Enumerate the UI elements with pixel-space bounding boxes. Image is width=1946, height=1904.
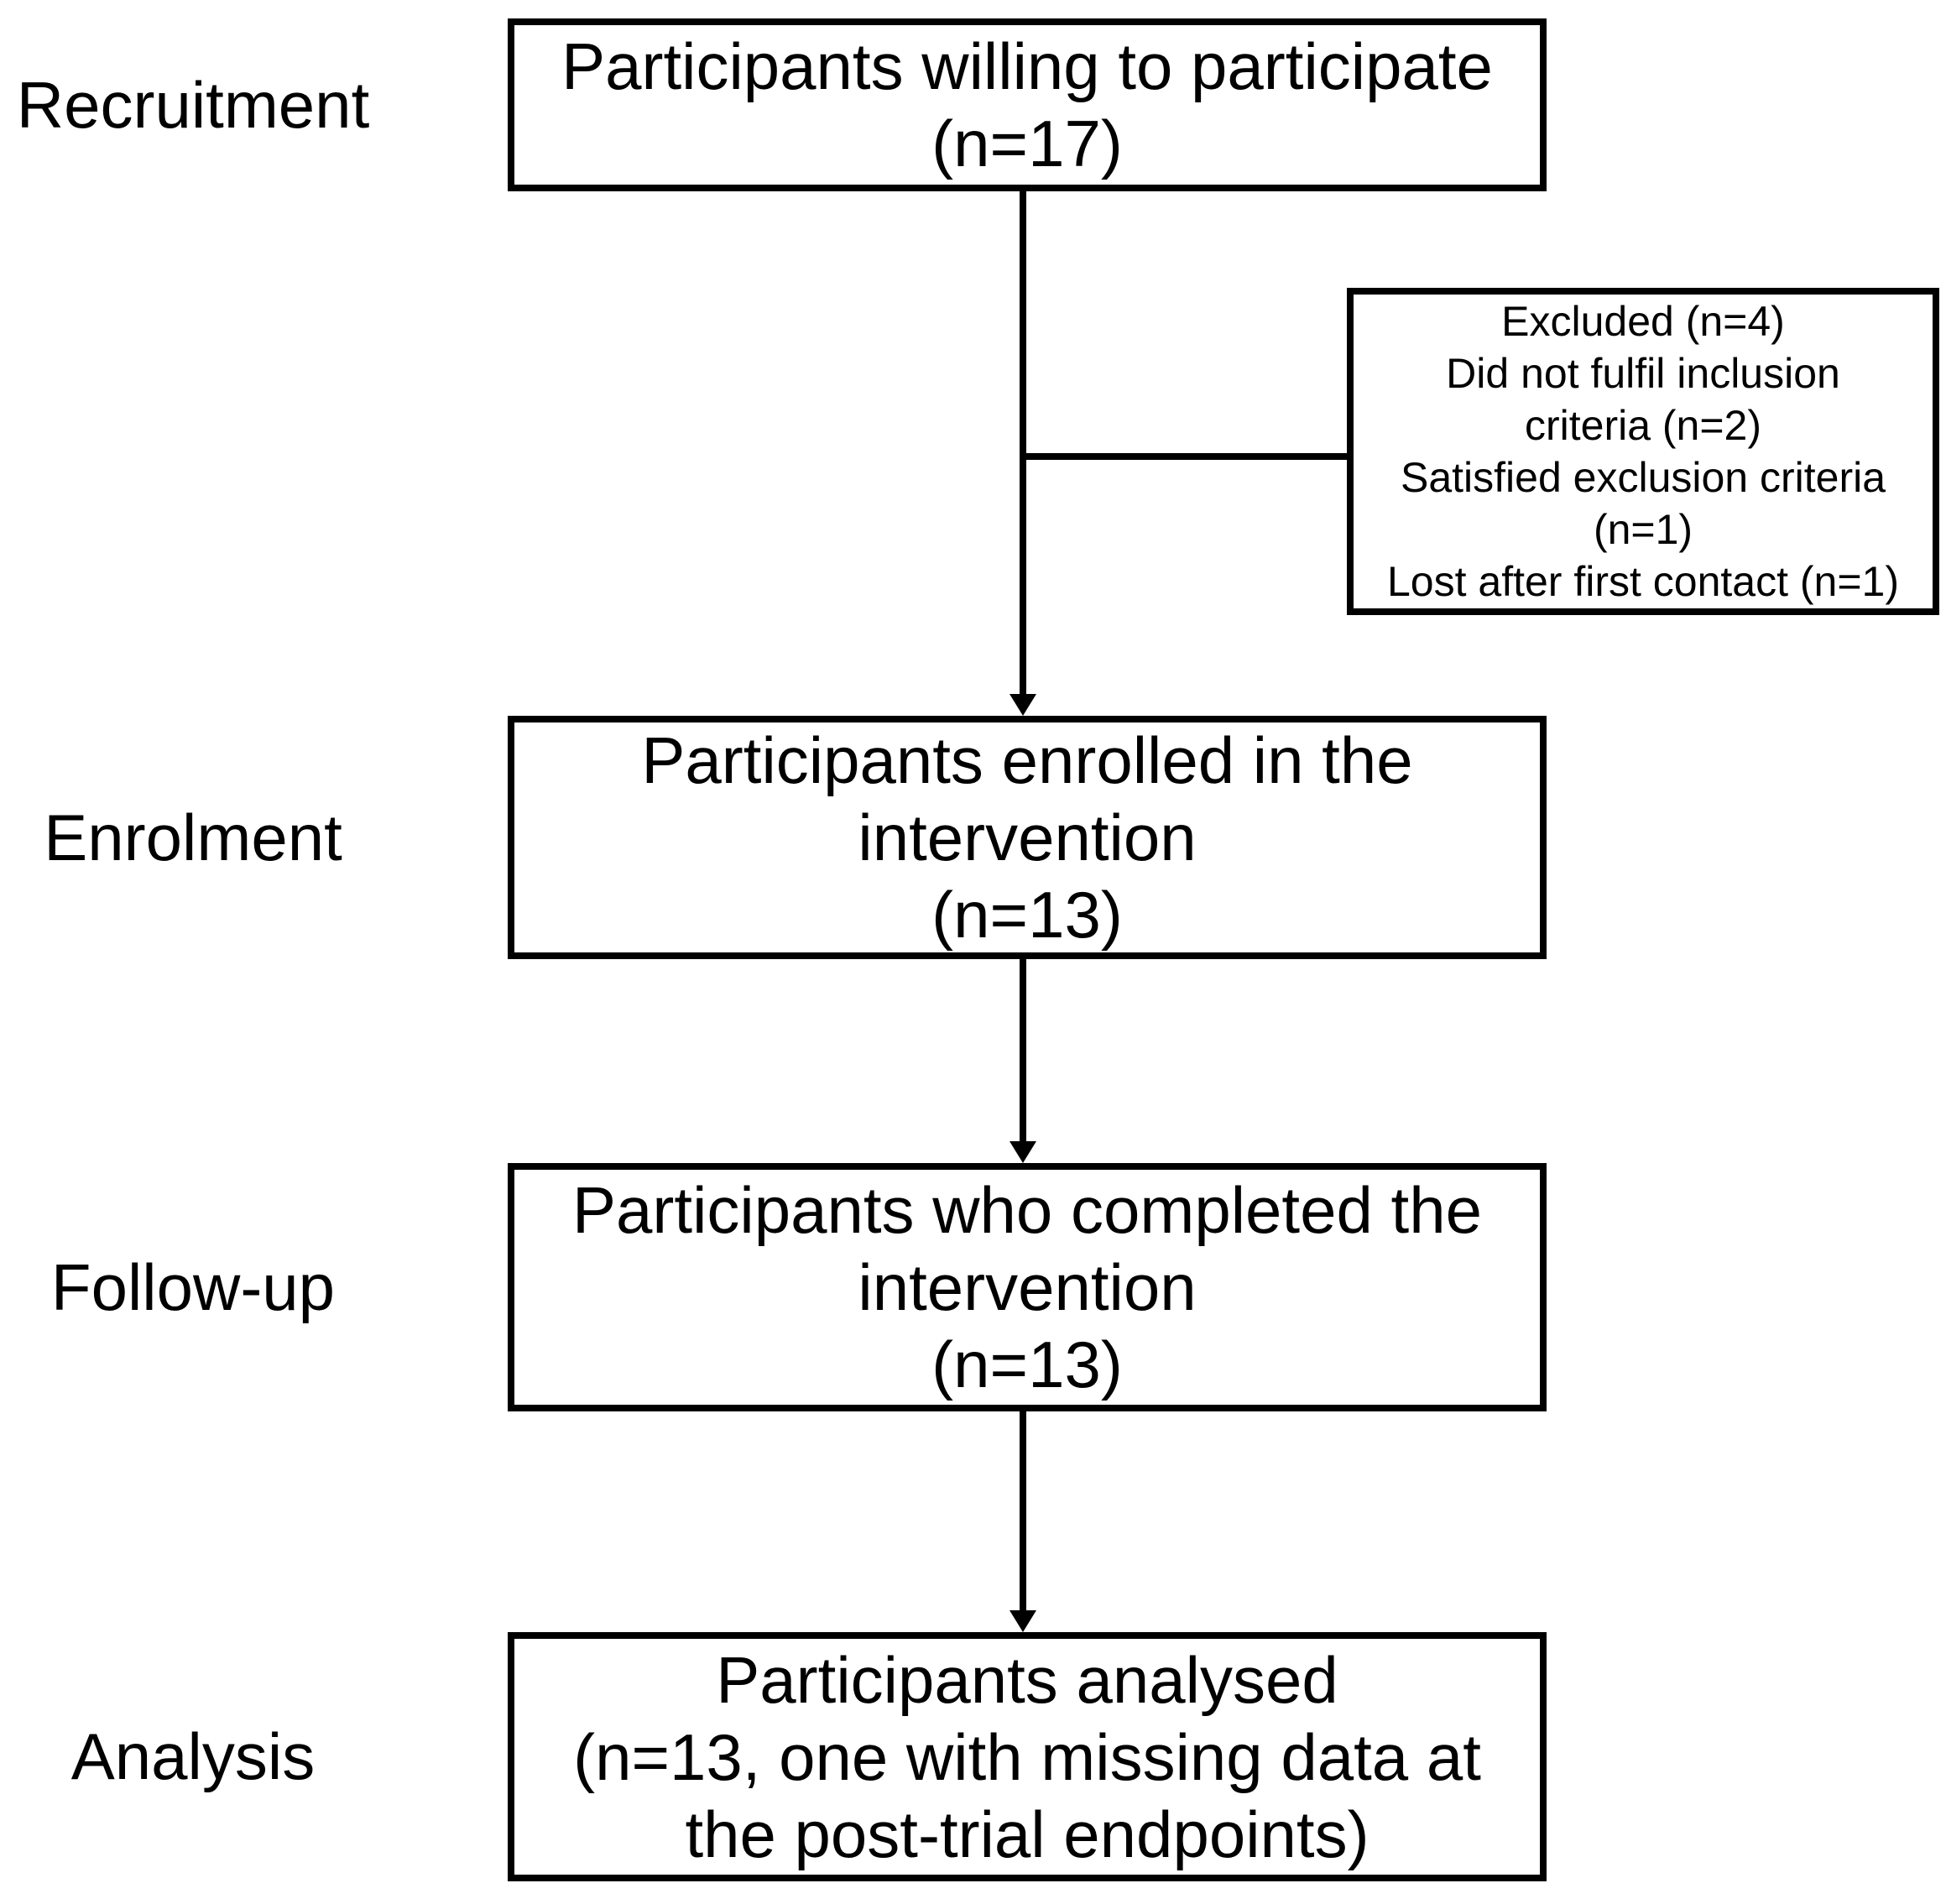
connector-to-exclusion-line [1023, 453, 1350, 460]
arrow-followup-to-analysis-head [1010, 1610, 1036, 1632]
flow-box-enrolment: Participants enrolled in the interventio… [508, 716, 1547, 959]
arrow-enrolment-to-followup-head [1010, 1141, 1036, 1163]
stage-label-recruitment: Recruitment [16, 68, 370, 142]
exclusion-title-line: Excluded (n=4) [1501, 298, 1785, 345]
flow-box-recruitment-line: Participants willing to participate [561, 29, 1493, 103]
flow-box-follow-up-line: Participants who completed the [572, 1173, 1482, 1247]
stage-label-follow-up: Follow-up [50, 1250, 336, 1324]
exclusion-reason-line: Satisfied exclusion criteria [1400, 454, 1886, 501]
exclusion-reason-line: Lost after first contact (n=1) [1387, 558, 1899, 605]
flow-box-analysis-line: Participants analysed [716, 1642, 1338, 1717]
stage-label-analysis: Analysis [70, 1719, 316, 1793]
flow-box-enrolment-line: Participants enrolled in the [641, 723, 1413, 797]
flow-box-enrolment-line: intervention [858, 801, 1197, 874]
arrow-followup-to-analysis-line [1020, 1411, 1026, 1613]
exclusion-reason-line: Did not fulfil inclusion [1446, 350, 1840, 397]
arrow-recruitment-to-enrolment-head [1010, 694, 1036, 716]
flow-box-analysis-line: the post-trial endpoints) [685, 1797, 1370, 1871]
flow-box-follow-up: Participants who completed the intervent… [508, 1163, 1547, 1411]
flow-box-exclusion: Excluded (n=4) Did not fulfil inclusion … [1347, 288, 1939, 615]
flow-box-follow-up-line: intervention [858, 1250, 1197, 1324]
flow-box-enrolment-count: (n=13) [931, 878, 1123, 952]
exclusion-reason-line: criteria (n=2) [1524, 402, 1762, 449]
arrow-enrolment-to-followup-line [1020, 959, 1026, 1144]
exclusion-reason-line: (n=1) [1593, 506, 1693, 553]
flow-box-recruitment-count: (n=17) [931, 107, 1123, 180]
flow-box-analysis: Participants analysed (n=13, one with mi… [508, 1632, 1547, 1881]
flow-box-recruitment: Participants willing to participate (n=1… [508, 18, 1547, 191]
stage-label-enrolment: Enrolment [44, 801, 342, 874]
flow-box-analysis-line: (n=13, one with missing data at [573, 1719, 1481, 1794]
flow-box-follow-up-count: (n=13) [931, 1328, 1123, 1401]
arrow-recruitment-to-enrolment-line [1020, 191, 1026, 696]
